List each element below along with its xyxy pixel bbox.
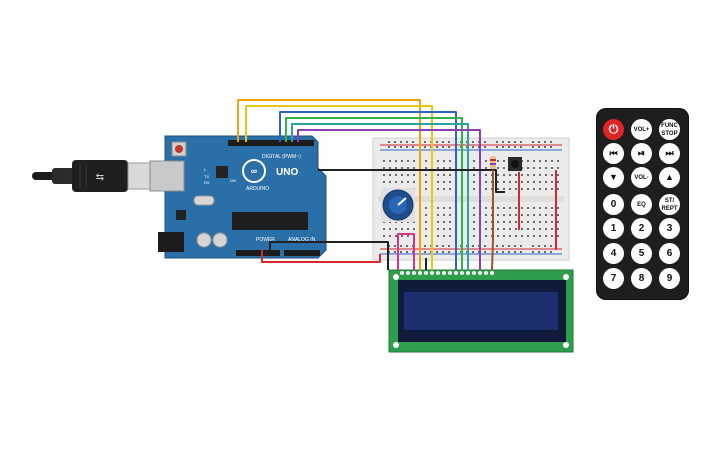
arduino-power-label: POWER <box>256 237 275 243</box>
play-pause-button[interactable]: ⏯ <box>631 143 652 164</box>
st-rept-button[interactable]: ST/ REPT <box>659 194 680 215</box>
wire-green <box>285 117 463 270</box>
lcd-header-pins <box>400 271 494 275</box>
digit-0-button[interactable]: 0 <box>603 194 624 215</box>
power-button[interactable]: ⏻ <box>603 119 624 140</box>
prev-button[interactable]: ⏮ <box>603 143 624 164</box>
resistor <box>490 156 496 170</box>
wire-red-5v <box>261 250 381 263</box>
lcd-16x2-module <box>388 269 574 353</box>
up-button[interactable]: ▲ <box>659 167 680 188</box>
lcd-screen <box>404 292 558 330</box>
wire-brown <box>491 170 494 271</box>
usb-cable: ⇆ <box>32 160 151 192</box>
arduino-on-label: ON <box>230 178 236 183</box>
wires <box>237 99 557 271</box>
digit-4-button[interactable]: 4 <box>603 243 624 264</box>
next-button[interactable]: ⏭ <box>659 143 680 164</box>
reset-button[interactable] <box>175 145 183 153</box>
ir-receiver <box>508 157 522 171</box>
vol-down-button[interactable]: VOL- <box>631 167 652 188</box>
wire-orange <box>237 99 421 270</box>
svg-text:∞: ∞ <box>251 166 258 176</box>
wire-purple <box>297 129 481 270</box>
digit-6-button[interactable]: 6 <box>659 243 680 264</box>
digit-1-button[interactable]: 1 <box>603 218 624 239</box>
eq-button[interactable]: EQ <box>631 194 652 215</box>
wire-yellow <box>245 105 433 270</box>
digit-8-button[interactable]: 8 <box>631 268 652 289</box>
arduino-uno-board: ∞ UNO ARDUINO DIGITAL (PWM~) POWER ANALO… <box>149 135 327 259</box>
arduino-model-label: UNO <box>276 167 298 178</box>
arduino-l-label: L <box>204 167 207 172</box>
arduino-brand-label: ARDUINO <box>246 186 269 192</box>
wire-teal <box>291 123 469 270</box>
svg-text:⇆: ⇆ <box>96 172 104 183</box>
wire-pink <box>397 233 415 270</box>
down-button[interactable]: ▼ <box>603 167 624 188</box>
wire-black-gnd <box>269 241 389 270</box>
arduino-rx-label: RX <box>204 180 210 185</box>
arduino-analog-label: ANALOG IN <box>288 237 316 243</box>
wire-blue <box>279 111 457 270</box>
digit-5-button[interactable]: 5 <box>631 243 652 264</box>
digit-2-button[interactable]: 2 <box>631 218 652 239</box>
arduino-tx-label: TX <box>204 174 209 179</box>
vol-up-button[interactable]: VOL+ <box>631 119 652 140</box>
wire-black-ir <box>318 169 505 193</box>
digit-9-button[interactable]: 9 <box>659 268 680 289</box>
func-stop-button[interactable]: FUNC STOP <box>659 119 680 140</box>
digit-7-button[interactable]: 7 <box>603 268 624 289</box>
digit-3-button[interactable]: 3 <box>659 218 680 239</box>
arduino-digital-label: DIGITAL (PWM~) <box>262 154 301 160</box>
potentiometer[interactable] <box>381 188 415 222</box>
